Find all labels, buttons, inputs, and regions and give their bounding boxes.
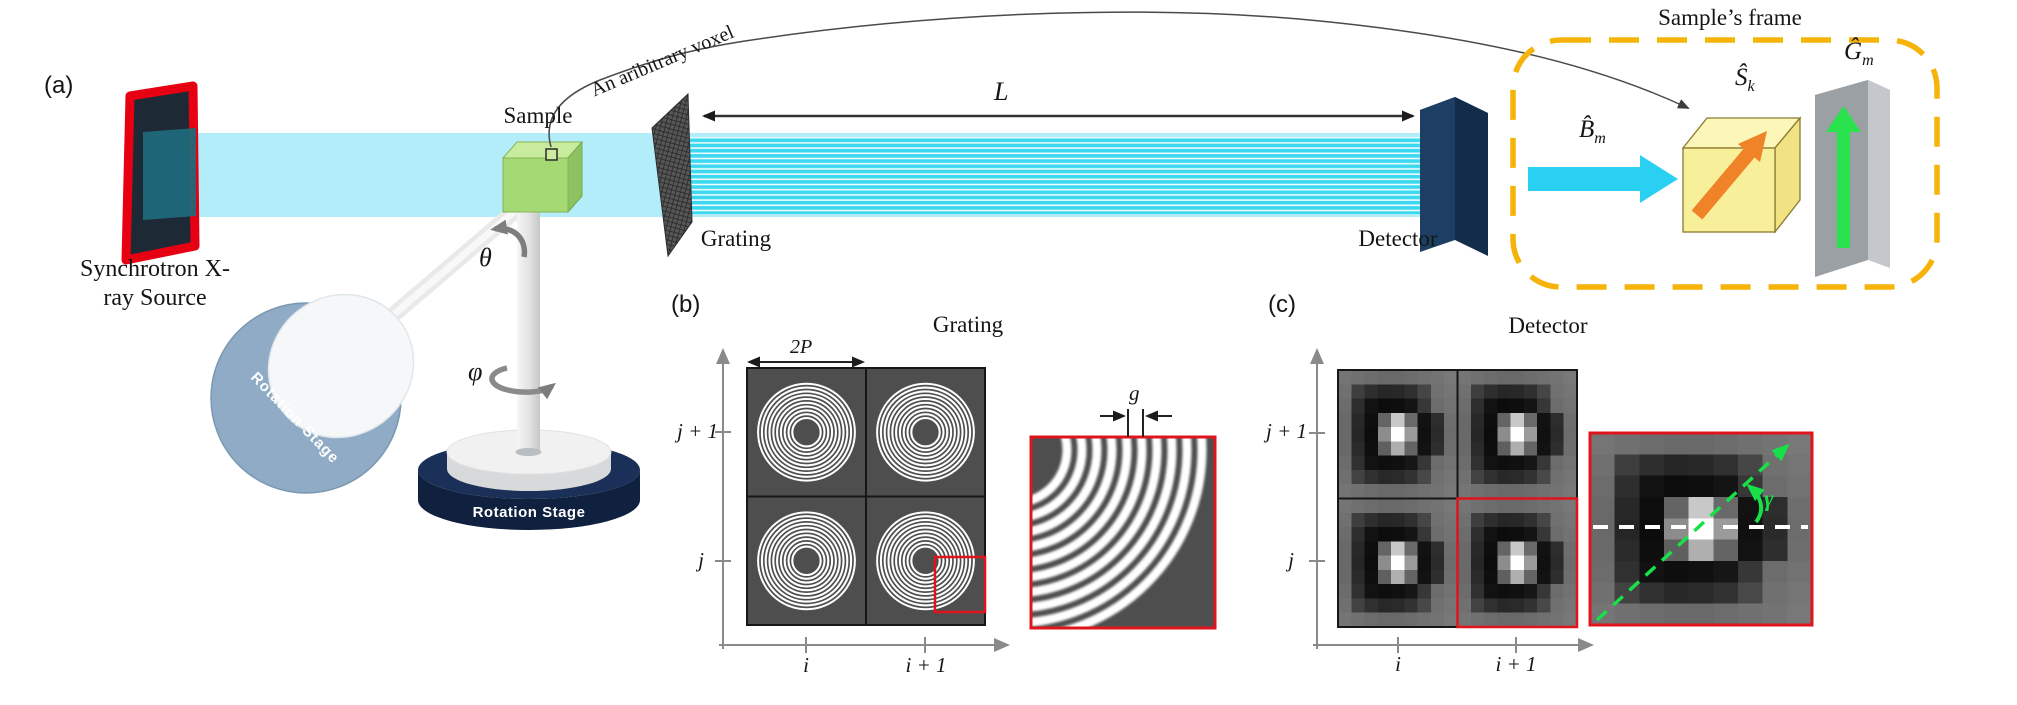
grating-arcs: [1032, 438, 1207, 627]
voxel-pointer-curve: [548, 11, 1690, 148]
detector-label: Detector: [1358, 226, 1438, 251]
theta-arrow: [490, 219, 528, 258]
detector-cell: [1338, 498, 1459, 628]
c-xtick-left: i: [1395, 652, 1401, 676]
sample-frame-title: Sample’s frame: [1658, 5, 1802, 30]
panel-c: [1309, 348, 1814, 653]
zoom-region-box: [933, 555, 987, 614]
panel-c-title: Detector: [1508, 313, 1588, 338]
panel-b-label: (b): [671, 291, 701, 318]
beam-vector-arrow: [1528, 155, 1678, 203]
synchrotron-source: [121, 81, 200, 265]
detector-cell: [1457, 370, 1578, 500]
detector-spot-pixels: [1590, 433, 1813, 626]
sample-cube: [501, 140, 584, 214]
grating-vector-arrow: [1826, 106, 1861, 248]
detector-zoom-inset: [1588, 431, 1814, 627]
theta-label: θ: [479, 243, 492, 272]
grating-rings: [876, 511, 975, 611]
grating-label: Grating: [700, 226, 772, 251]
detector-cell: [1457, 498, 1578, 628]
b-field-label: B̂m: [1579, 116, 1606, 147]
c-ytick-top: j + 1: [1265, 419, 1307, 443]
rotation-stage-tilted: Rotation Stage: [210, 293, 415, 494]
sample-frame-border: [1510, 37, 1940, 290]
phi-arrow: [489, 365, 556, 400]
gap-label: g: [1129, 381, 1140, 405]
b-xtick-left: i: [803, 653, 809, 677]
selected-cell-box: [1456, 497, 1579, 629]
grating-vector-label: Ĝm: [1844, 38, 1874, 69]
grating-rings: [757, 382, 856, 482]
detector-cell: [1338, 370, 1459, 500]
sample-label: Sample: [503, 103, 573, 128]
panel-a-label: (a): [44, 72, 74, 99]
c-ytick-bottom: j: [1288, 548, 1294, 572]
detector-slab: [1420, 97, 1488, 256]
source-label-line2: ray Source: [103, 285, 207, 311]
grating-vector-slab: [1815, 80, 1890, 277]
rotation-stage-right-label: Rotation Stage: [473, 504, 586, 521]
b-ytick-top: j + 1: [676, 419, 718, 443]
grating-plate: [651, 92, 693, 258]
gamma-angle-arrow: [1746, 483, 1765, 524]
length-label: L: [994, 77, 1009, 106]
grating-rings: [876, 382, 975, 482]
scattering-cube: [1681, 116, 1802, 234]
source-label-line1: Synchrotron X-: [80, 256, 230, 282]
panel-c-label: (c): [1268, 291, 1296, 318]
interference-beam: [666, 137, 1424, 214]
c-xtick-right: i + 1: [1495, 652, 1537, 676]
sample-frame-inset: [1510, 37, 1940, 290]
panel-b-title: Grating: [932, 312, 1004, 337]
gamma-label: γ: [1764, 486, 1774, 511]
panel-b: [715, 348, 1217, 653]
phi-label: φ: [468, 357, 483, 386]
scatter-vector-label: Ŝk: [1735, 64, 1755, 95]
grating-rings: [757, 511, 856, 611]
pitch-label: 2P: [790, 336, 813, 358]
b-ytick-bottom: j: [698, 548, 704, 572]
b-xtick-right: i + 1: [905, 653, 947, 677]
scatter-vector-arrow: [1691, 131, 1767, 220]
voxel-marker: [545, 148, 558, 161]
grating-zoom-inset: [1029, 409, 1217, 630]
